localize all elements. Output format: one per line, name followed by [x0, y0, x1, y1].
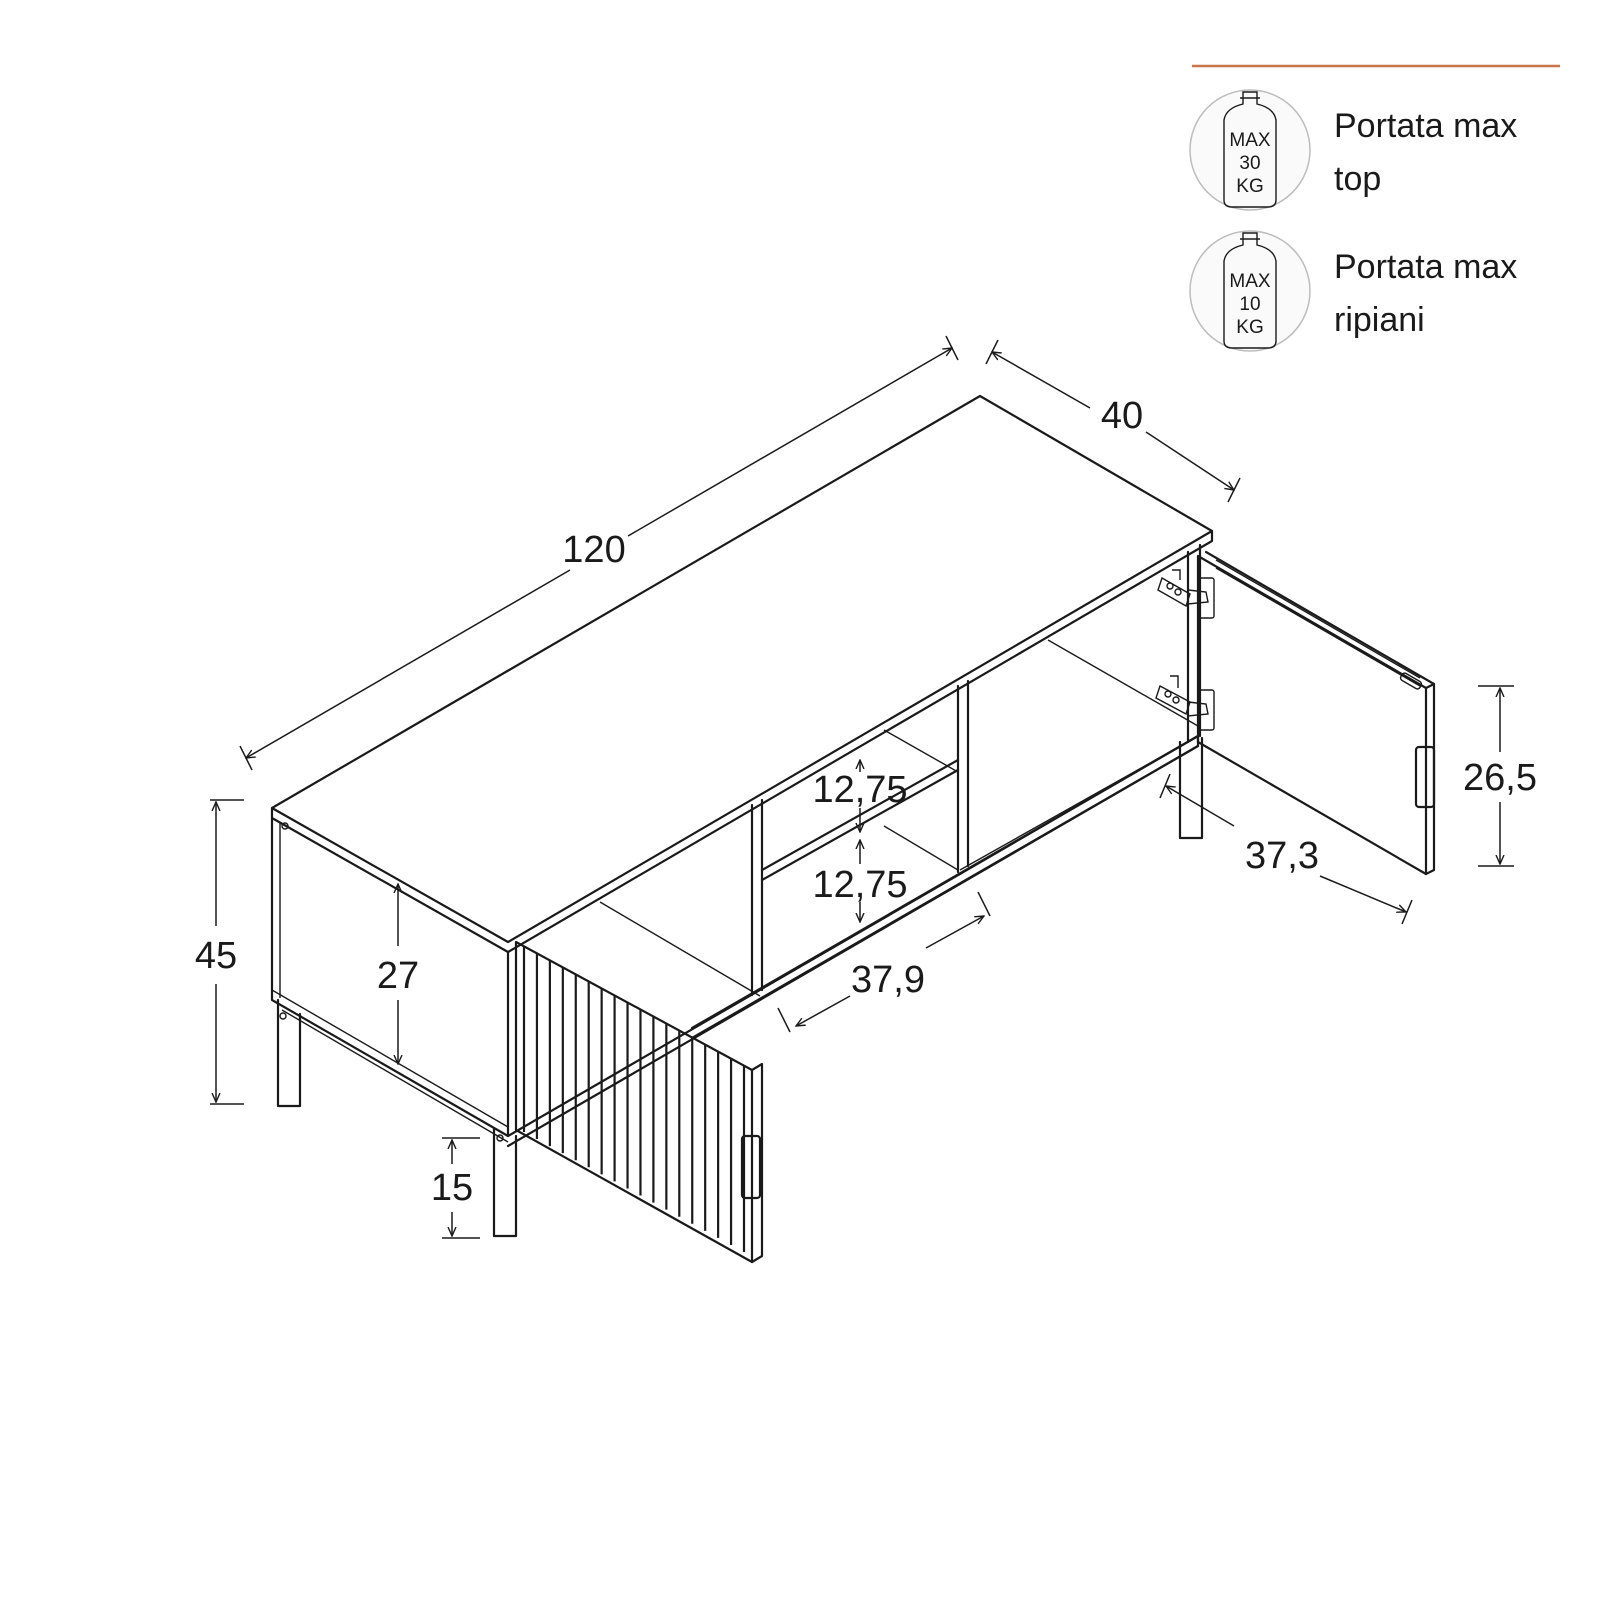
dimension-door-width: 37,3 — [1159, 773, 1413, 925]
left-door-outline — [514, 940, 764, 1264]
dimension-shelf-lower: 12,75 — [812, 840, 908, 922]
right-door — [1155, 550, 1436, 876]
hinge-lower — [1155, 675, 1215, 731]
legend-label-line2: ripiani — [1334, 301, 1425, 339]
cabinet-top — [270, 394, 1214, 944]
dimensions: 120 40 45 27 1 — [195, 335, 1537, 1239]
right-door-outline — [1196, 554, 1428, 876]
dimension-leg-height-label: 15 — [431, 1167, 473, 1209]
legend-label-line2: top — [1334, 160, 1381, 198]
dimension-door-height-label: 26,5 — [1463, 757, 1537, 799]
dimension-door-width-label: 37,3 — [1245, 835, 1319, 877]
dimension-depth: 40 — [985, 339, 1241, 503]
leg-front-left — [276, 998, 302, 1108]
legend-badge-max: MAX — [1229, 130, 1271, 151]
dimension-shelf-upper-label: 12,75 — [812, 769, 907, 811]
hinge-upper — [1157, 569, 1215, 619]
bottle-weight-icon: MAX 10 KG — [1189, 230, 1311, 352]
dimension-leg-height: 15 — [431, 1137, 480, 1239]
dimension-width: 120 — [239, 335, 959, 771]
right-door-handle — [1414, 745, 1436, 809]
dimension-shelf-upper: 12,75 — [812, 760, 908, 832]
dimension-shelf-lower-label: 12,75 — [812, 864, 907, 906]
left-door-slats — [522, 946, 746, 1252]
dimension-height-label: 45 — [195, 935, 237, 977]
legend-item-top: MAX 30 KG Portata max top — [1189, 89, 1517, 211]
legend-item-shelves: MAX 10 KG Portata max ripiani — [1189, 230, 1517, 352]
legend: MAX 30 KG Portata max top MAX 10 KG Port… — [1189, 64, 1560, 352]
dimension-inner-height: 27 — [377, 884, 419, 1064]
dimension-depth-label: 40 — [1101, 395, 1143, 437]
left-door-handle — [740, 1134, 762, 1200]
cabinet-left-panel — [270, 816, 510, 1138]
legend-badge-unit: KG — [1236, 317, 1263, 338]
legend-label-line1: Portata max — [1334, 248, 1517, 286]
cabinet — [270, 394, 1214, 1238]
dimension-height: 45 — [195, 799, 244, 1105]
dimension-width-label: 120 — [562, 529, 625, 571]
dimension-door-height: 26,5 — [1463, 685, 1537, 867]
bottle-weight-icon: MAX 30 KG — [1189, 89, 1311, 211]
legend-badge-unit: KG — [1236, 176, 1263, 197]
dimension-compartment-width-label: 37,9 — [851, 959, 925, 1001]
legend-badge-value: 30 — [1239, 153, 1260, 174]
legend-label-line1: Portata max — [1334, 107, 1517, 145]
left-door — [514, 940, 764, 1264]
legend-badge-max: MAX — [1229, 271, 1271, 292]
dimension-compartment-width: 37,9 — [777, 891, 991, 1033]
legend-badge-value: 10 — [1239, 294, 1260, 315]
leg-front-middle — [492, 1126, 518, 1238]
dimension-inner-height-label: 27 — [377, 955, 419, 997]
leg-back-right — [1178, 736, 1204, 840]
